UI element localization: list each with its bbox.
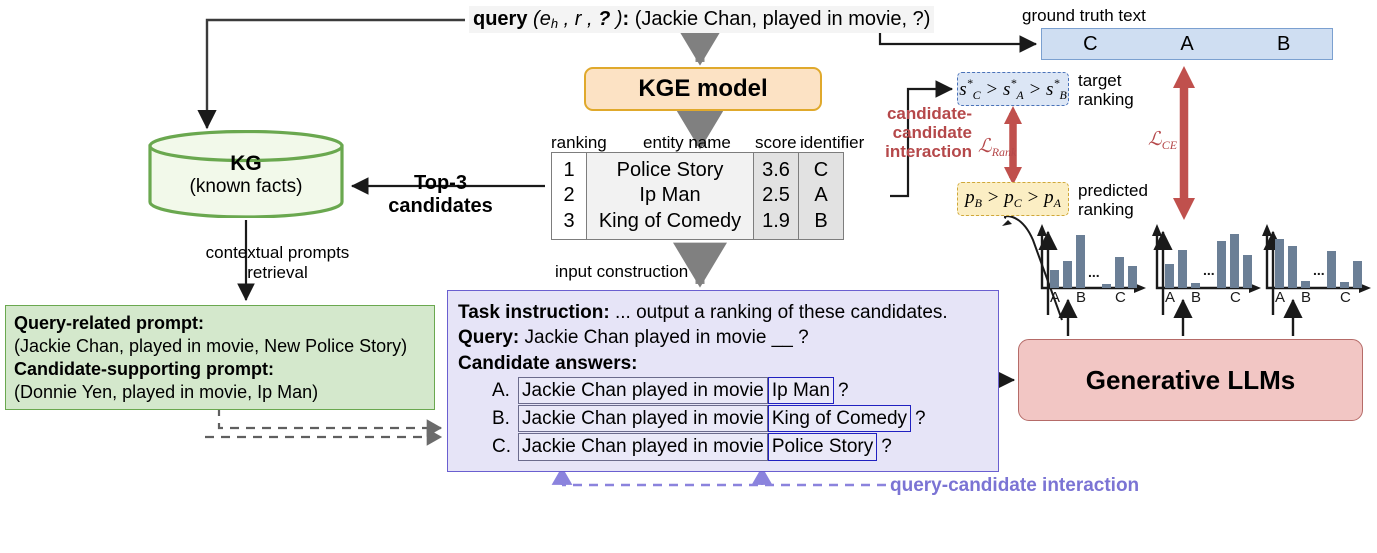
- input-construction-label: input construction: [555, 262, 689, 281]
- query-label: query (eh , r , ? ): (Jackie Chan, playe…: [469, 6, 935, 33]
- candidate-answer: Police Story: [767, 433, 878, 461]
- table-cell-rank: 1: [563, 159, 575, 181]
- token-distribution-chart-3: ... A B C: [1262, 224, 1371, 302]
- ground-truth-text-box: C A B: [1041, 28, 1333, 60]
- task-instruction-text: ... output a ranking of these candidates…: [614, 302, 948, 323]
- target-ranking-box: s*C > s*A > s*B: [957, 72, 1069, 106]
- loss-ce-label: ℒCE: [1148, 129, 1178, 152]
- candidate-supporting-prompt-title: Candidate-supporting prompt:: [14, 358, 274, 379]
- llm-input-box: Task instruction: ... output a ranking o…: [447, 290, 999, 472]
- generative-llms-label: Generative LLMs: [1085, 364, 1296, 395]
- predicted-ranking-box: pB > pC > pA: [957, 182, 1069, 216]
- query-row: Query: Jackie Chan played in movie __ ?: [458, 325, 988, 350]
- token-distribution-chart-2: ... A B C: [1152, 224, 1261, 302]
- candidate-row: C. Jackie Chan played in movie Police St…: [492, 433, 988, 461]
- table-cell-score: 2.5: [762, 184, 790, 207]
- retrieved-prompts-box: Query-related prompt: (Jackie Chan, play…: [5, 305, 435, 411]
- table-cell-id: B: [814, 209, 828, 232]
- table-cell-score: 3.6: [762, 159, 790, 181]
- candidate-answer: King of Comedy: [767, 405, 912, 433]
- svg-text:A: A: [1275, 289, 1285, 302]
- svg-text:C: C: [1340, 289, 1351, 302]
- kg-cylinder-shape: [148, 130, 344, 218]
- query-row-label: Query:: [458, 327, 520, 349]
- task-instruction-label: Task instruction:: [458, 302, 610, 323]
- candidate-letter: B.: [492, 408, 510, 430]
- ground-truth-item: C: [1083, 32, 1098, 55]
- table-cell-id: C: [813, 159, 829, 181]
- svg-text:C: C: [1115, 289, 1126, 302]
- svg-text:...: ...: [1088, 264, 1100, 280]
- kg-title: KG: [230, 152, 262, 175]
- candidates-table: 1 2 3 Police Story Ip Man King of Comedy…: [551, 152, 844, 241]
- task-instruction-row: Task instruction: ... output a ranking o…: [458, 300, 988, 325]
- candidate-stem: Jackie Chan played in movie: [518, 376, 768, 405]
- table-cell-rank: 2: [563, 184, 575, 207]
- table-header-identifier: identifier: [800, 133, 865, 152]
- kge-model-label: KGE model: [638, 75, 768, 102]
- svg-text:...: ...: [1203, 262, 1215, 278]
- candidate-qmark: ?: [881, 436, 892, 458]
- svg-text:C: C: [1230, 289, 1241, 302]
- svg-text:B: B: [1076, 289, 1086, 302]
- candidate-letter: C.: [492, 436, 511, 458]
- table-cell-entity: King of Comedy: [598, 209, 742, 232]
- svg-text:A: A: [1050, 289, 1060, 302]
- kg-label-group: KG (known facts): [148, 152, 344, 198]
- kg-subtitle: (known facts): [189, 176, 303, 198]
- ground-truth-item: A: [1180, 32, 1194, 55]
- query-keyword: query: [473, 8, 528, 30]
- candidate-answers-label-row: Candidate answers:: [458, 351, 988, 376]
- table-col-identifier: C A B: [799, 153, 843, 240]
- table-cell-rank: 3: [563, 209, 575, 232]
- query-candidate-interaction-label: query-candidate interaction: [890, 475, 1140, 496]
- svg-text:B: B: [1191, 289, 1201, 302]
- generative-llms-box: Generative LLMs: [1018, 339, 1363, 421]
- table-header-entity: entity name: [643, 133, 731, 152]
- candidate-qmark: ?: [837, 379, 849, 401]
- candidate-row: B. Jackie Chan played in movie King of C…: [492, 405, 988, 433]
- query-value: (Jackie Chan, played in movie, ?): [634, 8, 931, 30]
- table-col-ranking: 1 2 3: [552, 153, 587, 240]
- candidate-qmark: ?: [915, 408, 926, 430]
- candidate-supporting-prompt-text: (Donnie Yen, played in movie, Ip Man): [14, 381, 319, 402]
- ground-truth-item: B: [1277, 32, 1291, 55]
- query-row-text: Jackie Chan played in movie __ ?: [524, 327, 809, 349]
- candidate-answers-label: Candidate answers:: [458, 352, 638, 374]
- svg-text:B: B: [1301, 289, 1311, 302]
- table-header-ranking: ranking: [551, 133, 607, 152]
- table-cell-id: A: [814, 184, 828, 207]
- candidate-stem: Jackie Chan played in movie: [518, 433, 768, 461]
- svg-text:A: A: [1165, 289, 1175, 302]
- predicted-ranking-expression: pB > pC > pA: [965, 187, 1061, 210]
- query-related-prompt-title: Query-related prompt:: [14, 313, 205, 333]
- table-cell-entity: Ip Man: [639, 184, 701, 207]
- table-col-entity: Police Story Ip Man King of Comedy: [587, 153, 754, 240]
- query-colon: :: [622, 8, 630, 30]
- table-cell-entity: Police Story: [616, 159, 724, 181]
- loss-rank-label: ℒRank: [978, 136, 1017, 159]
- ground-truth-text-label: ground truth text: [1022, 6, 1146, 25]
- candidate-answer: Ip Man: [767, 376, 834, 405]
- kge-model-box: KGE model: [584, 67, 822, 111]
- candidate-letter: A.: [492, 379, 510, 401]
- table-cell-score: 1.9: [762, 209, 790, 232]
- svg-text:...: ...: [1313, 262, 1325, 278]
- table-col-score: 3.6 2.5 1.9: [754, 153, 799, 240]
- token-distribution-chart-1: ... A B C: [1037, 224, 1146, 302]
- query-related-prompt-text: (Jackie Chan, played in movie, New Polic…: [14, 335, 408, 356]
- target-ranking-expression: s*C > s*A > s*B: [959, 75, 1067, 102]
- table-header-score: score: [755, 133, 797, 152]
- candidate-row: A. Jackie Chan played in movie Ip Man ?: [492, 376, 988, 405]
- candidate-stem: Jackie Chan played in movie: [518, 405, 768, 433]
